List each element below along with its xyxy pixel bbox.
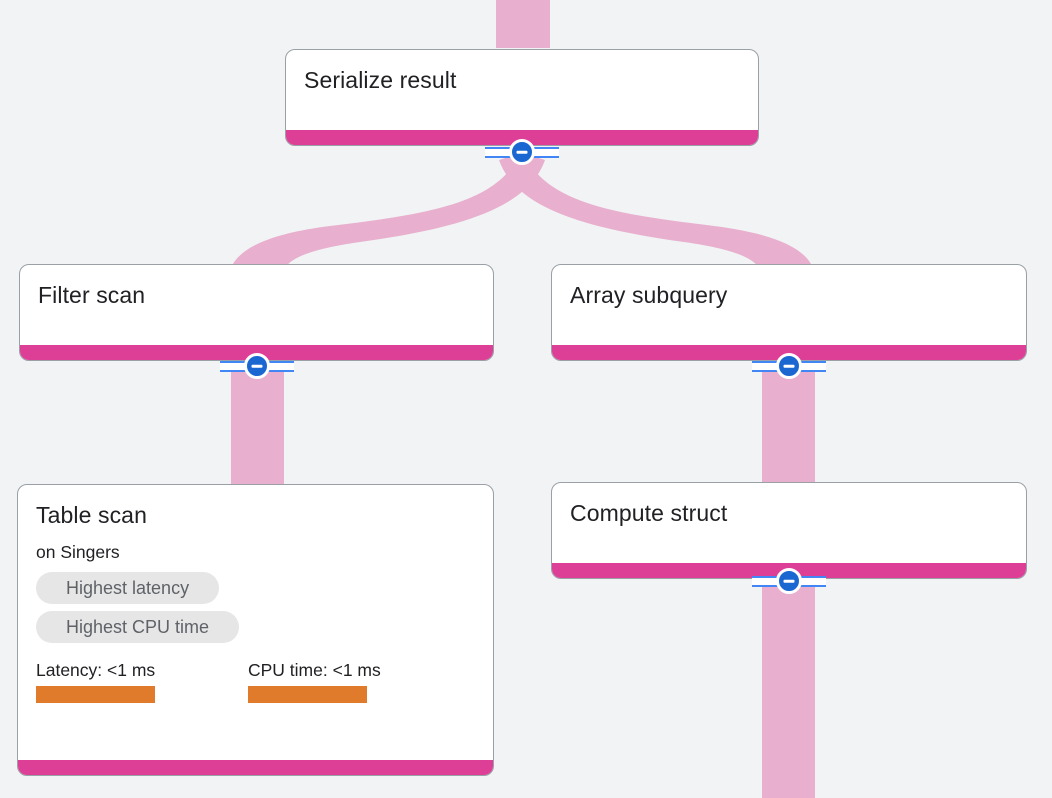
toggle-rule-right xyxy=(799,575,826,587)
node-serialize-result-body: Serialize result xyxy=(286,50,758,130)
minus-icon xyxy=(509,139,535,165)
node-chip-group: Highest latency Highest CPU time xyxy=(36,572,240,643)
toggle-rule-right xyxy=(532,146,559,158)
node-title: Serialize result xyxy=(304,67,457,93)
toggle-array-subquery[interactable] xyxy=(752,353,826,379)
node-subtitle: on Singers xyxy=(36,542,120,562)
toggle-filter-scan[interactable] xyxy=(220,353,294,379)
metric-cpu-time-label: CPU time: <1 ms xyxy=(248,660,381,680)
node-compute-struct-body: Compute struct xyxy=(552,483,1026,563)
node-table-scan-body: Table scan on Singers Highest latency Hi… xyxy=(18,485,493,760)
node-accent-bar xyxy=(18,760,493,775)
chip-highest-latency[interactable]: Highest latency xyxy=(36,572,220,604)
node-array-subquery-body: Array subquery xyxy=(552,265,1026,345)
toggle-rule-left xyxy=(752,360,779,372)
node-metric-group: Latency: <1 ms CPU time: <1 ms xyxy=(36,659,381,703)
node-title: Table scan xyxy=(36,502,147,528)
edge-compute-struct-to-child xyxy=(762,582,815,798)
toggle-rule-right xyxy=(799,360,826,372)
toggle-rule-left xyxy=(220,360,247,372)
node-filter-scan[interactable]: Filter scan xyxy=(19,264,494,361)
toggle-rule-left xyxy=(752,575,779,587)
metric-latency: Latency: <1 ms xyxy=(36,659,248,703)
toggle-rule-right xyxy=(267,360,294,372)
node-title: Filter scan xyxy=(38,282,146,308)
edge-filter-scan-to-table-scan xyxy=(231,366,284,488)
node-array-subquery[interactable]: Array subquery xyxy=(551,264,1027,361)
edge-into-serialize-result xyxy=(496,0,550,48)
chip-highest-cpu-time[interactable]: Highest CPU time xyxy=(36,611,240,643)
edge-serialize-result-to-array-subquery xyxy=(499,152,813,268)
edge-array-subquery-to-compute-struct xyxy=(762,366,815,488)
node-serialize-result[interactable]: Serialize result xyxy=(285,49,759,146)
minus-icon xyxy=(776,353,802,379)
node-title: Compute struct xyxy=(570,500,728,526)
node-title: Array subquery xyxy=(570,282,728,308)
minus-icon xyxy=(776,568,802,594)
toggle-compute-struct[interactable] xyxy=(752,568,826,594)
minus-icon xyxy=(244,353,270,379)
metric-cpu-time-bar xyxy=(248,686,367,703)
node-filter-scan-body: Filter scan xyxy=(20,265,493,345)
metric-latency-label: Latency: <1 ms xyxy=(36,660,156,680)
node-accent-bar xyxy=(286,130,758,145)
metric-latency-bar xyxy=(36,686,155,703)
toggle-rule-left xyxy=(485,146,512,158)
metric-cpu-time: CPU time: <1 ms xyxy=(248,659,381,703)
node-table-scan[interactable]: Table scan on Singers Highest latency Hi… xyxy=(17,484,494,776)
node-compute-struct[interactable]: Compute struct xyxy=(551,482,1027,579)
toggle-serialize-result[interactable] xyxy=(485,139,559,165)
edge-serialize-result-to-filter-scan xyxy=(231,152,545,268)
